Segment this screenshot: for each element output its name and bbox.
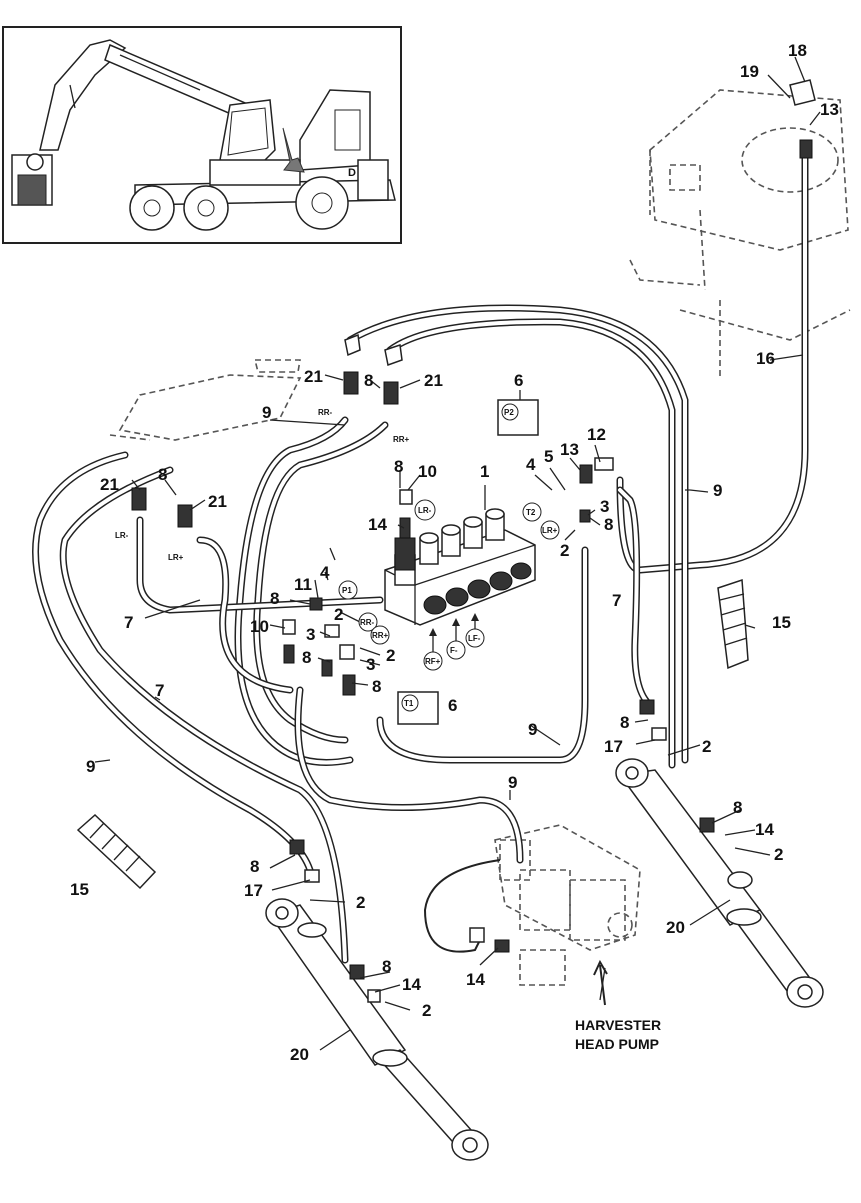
callout-8: 8	[382, 957, 391, 976]
callout-8: 8	[302, 648, 311, 667]
hose-guard-left	[76, 813, 157, 890]
port-tag-lr-plus-valve: LR+	[542, 526, 558, 535]
callout-8: 8	[620, 713, 629, 732]
callout-9: 9	[262, 403, 271, 422]
callout-8: 8	[270, 589, 279, 608]
port-tag-f-minus: F-	[450, 646, 458, 655]
callout-21: 21	[208, 492, 227, 511]
callout-20: 20	[290, 1045, 309, 1064]
port-tag-t2: T2	[526, 508, 536, 517]
callout-8: 8	[158, 465, 167, 484]
hose-guard-right	[717, 578, 749, 670]
callout-7: 7	[612, 591, 621, 610]
callout-13: 13	[560, 440, 579, 459]
callout-3: 3	[600, 497, 609, 516]
callout-21: 21	[100, 475, 119, 494]
harvester-head-pump	[494, 824, 641, 986]
port-tag-lf-minus: LF-	[468, 634, 481, 643]
port-tag-rr-plus: RR+	[393, 435, 410, 444]
callout-9: 9	[713, 481, 722, 500]
port-tag-rr-plus-valve: RR+	[372, 631, 389, 640]
callout-9: 9	[508, 773, 517, 792]
callout-2: 2	[334, 605, 343, 624]
caption-line-1: HARVESTER	[575, 1017, 661, 1033]
callout-2: 2	[560, 541, 569, 560]
callout-numbers: 18 19 13 16 21 8 21 6 9 8 10 1 4 5 13 12…	[70, 41, 839, 1064]
callout-8: 8	[364, 371, 373, 390]
cylinder-right	[615, 758, 824, 1008]
callout-5: 5	[544, 447, 553, 466]
callout-6: 6	[514, 371, 523, 390]
port-tags: RR- RR+ LR- LR+ P2 LR- T2 LR+ P1 RR- RR+…	[115, 399, 560, 725]
port-tag-p2: P2	[504, 408, 514, 417]
caption-line-2: HEAD PUMP	[575, 1036, 659, 1052]
port-tag-t1: T1	[404, 699, 414, 708]
callout-2: 2	[422, 1001, 431, 1020]
callout-8: 8	[733, 798, 742, 817]
inset-machine-view: D	[2, 26, 402, 244]
callout-14: 14	[466, 970, 485, 989]
port-tag-rf-plus: RF+	[425, 657, 441, 666]
cylinder-left	[265, 898, 489, 1161]
callout-18: 18	[788, 41, 807, 60]
solenoid-row-top	[419, 508, 505, 565]
callout-17: 17	[244, 881, 263, 900]
port-tag-rr-minus-valve: RR-	[360, 618, 375, 627]
inset-letter: D	[348, 167, 356, 179]
pump-caption: HARVESTER HEAD PUMP	[575, 959, 661, 1052]
callout-8: 8	[250, 857, 259, 876]
solenoid-row-front	[423, 562, 532, 615]
callout-2: 2	[356, 893, 365, 912]
callout-6: 6	[448, 696, 457, 715]
callout-3: 3	[306, 625, 315, 644]
callout-19: 19	[740, 62, 759, 81]
callout-16: 16	[756, 349, 775, 368]
callout-4: 4	[526, 455, 536, 474]
dashed-context	[109, 89, 851, 986]
callout-10: 10	[418, 462, 437, 481]
callout-20: 20	[666, 918, 685, 937]
callout-15: 15	[70, 880, 89, 899]
callout-17: 17	[604, 737, 623, 756]
control-valve-block	[384, 508, 536, 626]
callout-4: 4	[320, 563, 330, 582]
callout-14: 14	[755, 820, 774, 839]
callout-8: 8	[394, 457, 403, 476]
leader-lines	[94, 56, 821, 1051]
callout-12: 12	[587, 425, 606, 444]
callout-10: 10	[250, 617, 269, 636]
port-tag-lr-plus: LR+	[168, 553, 184, 562]
callout-21: 21	[424, 371, 443, 390]
callout-9: 9	[86, 757, 95, 776]
callout-2: 2	[386, 646, 395, 665]
hoses	[32, 146, 809, 964]
callout-9: 9	[528, 720, 537, 739]
port-tag-rr-minus: RR-	[318, 408, 333, 417]
callout-15: 15	[772, 613, 791, 632]
port-tag-p1: P1	[342, 586, 352, 595]
callout-13: 13	[820, 100, 839, 119]
callout-21: 21	[304, 367, 323, 386]
callout-7: 7	[155, 681, 164, 700]
callout-2: 2	[702, 737, 711, 756]
callout-14: 14	[402, 975, 421, 994]
callout-3: 3	[366, 655, 375, 674]
port-tag-lr-minus-valve: LR-	[418, 506, 432, 515]
callout-1: 1	[480, 462, 489, 481]
callout-8: 8	[604, 515, 613, 534]
callout-11: 11	[294, 575, 312, 594]
fittings	[131, 79, 816, 1003]
callout-14: 14	[368, 515, 387, 534]
port-tag-lr-minus: LR-	[115, 531, 129, 540]
callout-7: 7	[124, 613, 133, 632]
callout-2: 2	[774, 845, 783, 864]
callout-8: 8	[372, 677, 381, 696]
